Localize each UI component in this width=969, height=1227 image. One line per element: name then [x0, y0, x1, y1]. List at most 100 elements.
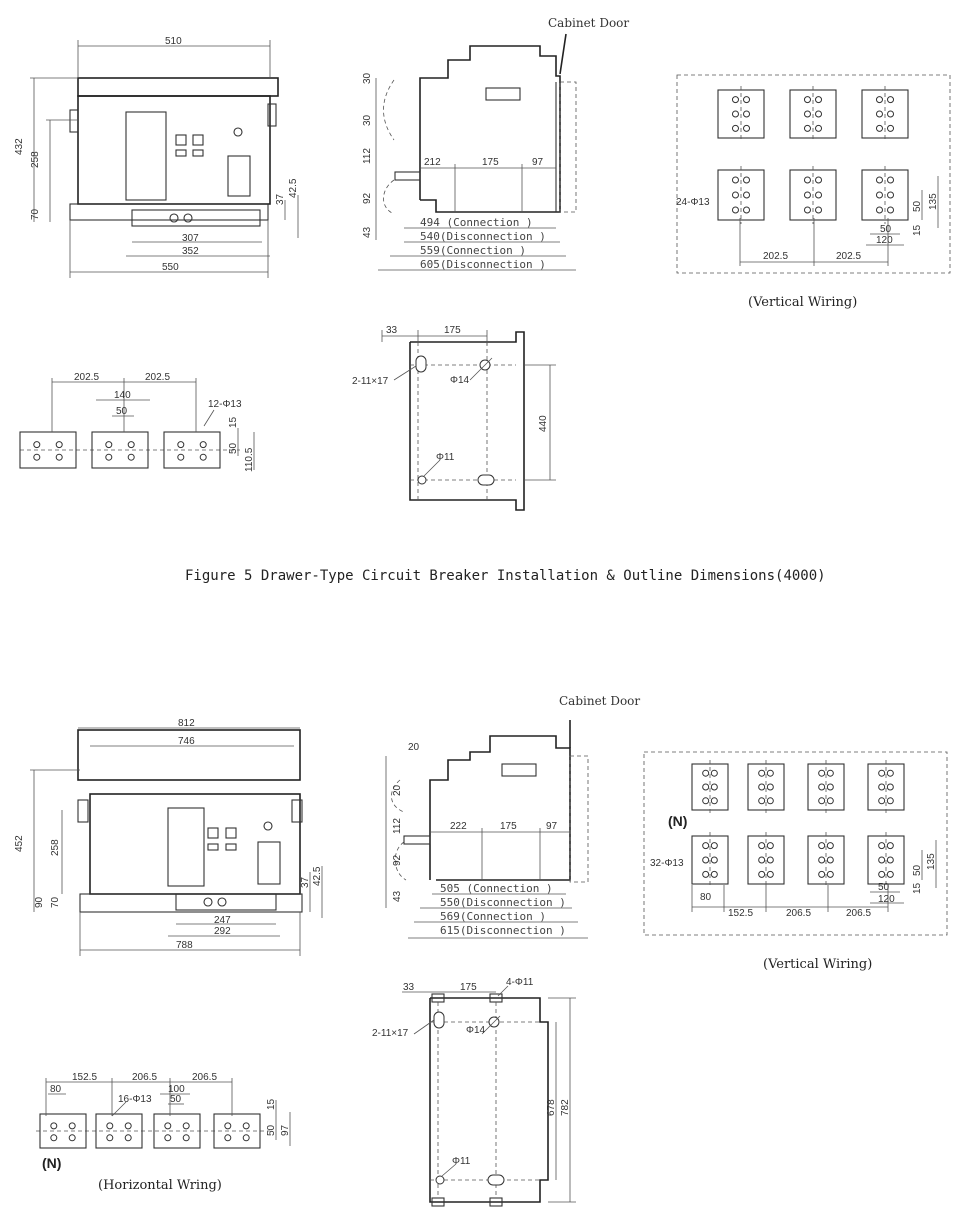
- fig5-vert-dim-202-5b: 202.5: [836, 251, 861, 262]
- fig6-side-dim-112: 112: [392, 818, 403, 834]
- terminal-block: [867, 832, 905, 888]
- fig5-side-dim-112: 112: [362, 148, 373, 164]
- fig6-vert-dim-135: 135: [926, 853, 937, 870]
- terminal-block: [19, 431, 77, 469]
- fig6-horizontal-wiring-label: (Horizontal Wring): [98, 1178, 222, 1193]
- fig5-horiz-dim-50: 50: [116, 406, 128, 417]
- terminal-block: [213, 1113, 261, 1149]
- fig6-side-dim-505: 505 (Connection ): [440, 882, 553, 895]
- fig6-vertical-wiring-label: (Vertical Wiring): [763, 957, 873, 972]
- fig6-mount-dim-678: 678: [546, 1099, 557, 1116]
- fig5-front-dim-352: 352: [182, 246, 199, 257]
- fig6-mount-slot: 2-11×17: [372, 1028, 409, 1039]
- fig6-mounting-plate: 33 175 4-Φ11 2-11×17 Φ14 Φ11 678 782: [372, 977, 576, 1207]
- fig5-side-dim-605: 605(Disconnection ): [420, 258, 546, 271]
- fig5-front-dim-432: 432: [14, 138, 25, 155]
- fig6-mount-dim-175: 175: [460, 982, 477, 993]
- fig6-horiz-dim-50: 50: [170, 1094, 182, 1105]
- fig6-mount-phi11: Φ11: [452, 1156, 471, 1167]
- fig5-vert-dim-202-5a: 202.5: [763, 251, 788, 262]
- fig6-side-dim-550: 550(Disconnection ): [440, 896, 566, 909]
- fig5-horiz-dim-140: 140: [114, 390, 131, 401]
- fig6-mount-dim-33: 33: [403, 982, 415, 993]
- fig6-front-dim-70: 70: [50, 896, 61, 908]
- fig5-side-dim-92: 92: [362, 192, 373, 204]
- fig5-horiz-dim-202-5a: 202.5: [74, 372, 99, 383]
- fig6-vert-dim-206-5a: 206.5: [786, 908, 811, 919]
- fig5-side-dim-540: 540(Disconnection ): [420, 230, 546, 243]
- fig6-vert-dim-15: 15: [912, 882, 923, 894]
- fig6-horiz-dim-50b: 50: [266, 1124, 277, 1136]
- fig5-mount-phi11: Φ11: [436, 452, 455, 463]
- figure5-caption: Figure 5 Drawer-Type Circuit Breaker Ins…: [185, 568, 826, 584]
- fig5-vert-dim-120: 120: [876, 235, 893, 246]
- fig5-vert-dim-15: 15: [912, 224, 923, 236]
- fig6-front-dim-37: 37: [300, 876, 311, 888]
- fig5-front-view: 510 432 258 70 37 42.5 307 352 550: [14, 36, 299, 278]
- fig6-horiz-dim-206-5b: 206.5: [192, 1072, 217, 1083]
- fig6-vert-dim-120: 120: [878, 894, 895, 905]
- fig6-horiz-dim-80: 80: [50, 1084, 62, 1095]
- fig6-horiz-dim-100: 100: [168, 1084, 185, 1095]
- fig6-front-dim-452: 452: [14, 835, 25, 852]
- fig5-cabinet-door-label: Cabinet Door: [548, 16, 630, 30]
- fig5-vert-dim-50b: 50: [912, 200, 923, 212]
- terminal-block: [91, 431, 149, 469]
- terminal-block: [789, 166, 837, 224]
- fig6-front-dim-812: 812: [178, 718, 195, 729]
- fig5-horiz-dim-50b: 50: [228, 442, 239, 454]
- terminal-block: [807, 760, 845, 814]
- fig6-vert-dim-206-5b: 206.5: [846, 908, 871, 919]
- fig6-vert-dim-50b: 50: [912, 864, 923, 876]
- fig6-front-dim-292: 292: [214, 926, 231, 937]
- terminal-block: [807, 832, 845, 888]
- terminal-block: [163, 431, 221, 469]
- fig5-front-dim-307: 307: [182, 233, 199, 244]
- fig5-front-dim-550: 550: [162, 262, 179, 273]
- fig5-side-dim-559: 559(Connection ): [420, 244, 526, 257]
- fig5-vert-dim-50a: 50: [880, 224, 892, 235]
- fig6-vertical-neutral-label: (N): [668, 813, 688, 829]
- fig6-side-dim-569: 569(Connection ): [440, 910, 546, 923]
- fig5-mount-phi14: Φ14: [450, 375, 470, 386]
- terminal-block: [39, 1113, 87, 1149]
- fig5-mount-dim-175: 175: [444, 325, 461, 336]
- terminal-block: [691, 760, 729, 814]
- terminal-block: [717, 166, 765, 224]
- fig6-horiz-dim-97: 97: [280, 1124, 291, 1136]
- terminal-block: [861, 86, 909, 142]
- fig5-horiz-dim-110-5: 110.5: [244, 447, 255, 472]
- fig6-mount-holes: 4-Φ11: [506, 977, 534, 988]
- fig5-horiz-dim-15: 15: [228, 416, 239, 428]
- fig6-side-dim-222: 222: [450, 821, 467, 832]
- fig5-front-dim-42-5: 42.5: [288, 178, 299, 198]
- fig6-mount-dim-782: 782: [560, 1099, 571, 1116]
- fig6-front-dim-247: 247: [214, 915, 231, 926]
- fig6-horizontal-wiring: 152.5 206.5 206.5 80 16-Φ13 100 50 15 50…: [36, 1072, 291, 1149]
- fig5-horizontal-wiring: 202.5 202.5 140 50 12-Φ13 15 50 110.5: [19, 372, 255, 472]
- fig6-side-dim-615: 615(Disconnection ): [440, 924, 566, 937]
- terminal-block: [861, 166, 909, 224]
- terminal-block: [153, 1113, 201, 1149]
- fig6-vert-dim-50a: 50: [878, 882, 890, 893]
- fig6-vert-dim-152-5: 152.5: [728, 908, 753, 919]
- fig5-mount-dim-33: 33: [386, 325, 398, 336]
- fig5-mount-slot: 2-11×17: [352, 376, 389, 387]
- fig6-side-dim-43: 43: [392, 890, 403, 902]
- fig6-cabinet-door-label: Cabinet Door: [559, 694, 641, 708]
- fig5-vertical-wiring: 24-Φ13 202.5 202.5 50 120 50 135 15: [676, 74, 951, 274]
- fig6-side-dim-20a: 20: [408, 742, 420, 753]
- fig5-horiz-dim-202-5b: 202.5: [145, 372, 170, 383]
- fig5-side-dim-175: 175: [482, 157, 499, 168]
- fig6-side-view: 20 20 112 92 43 222 175 97 505 (Connecti…: [385, 720, 589, 939]
- fig5-side-dim-43: 43: [362, 226, 373, 238]
- fig6-front-dim-746: 746: [178, 736, 195, 747]
- fig6-vert-dim-80: 80: [700, 892, 712, 903]
- fig6-horiz-dim-15: 15: [266, 1098, 277, 1110]
- fig5-side-dim-97: 97: [532, 157, 544, 168]
- terminal-block: [867, 760, 905, 814]
- fig5-horiz-holes: 12-Φ13: [208, 399, 242, 410]
- terminal-block: [747, 832, 785, 888]
- fig6-mount-phi14: Φ14: [466, 1025, 486, 1036]
